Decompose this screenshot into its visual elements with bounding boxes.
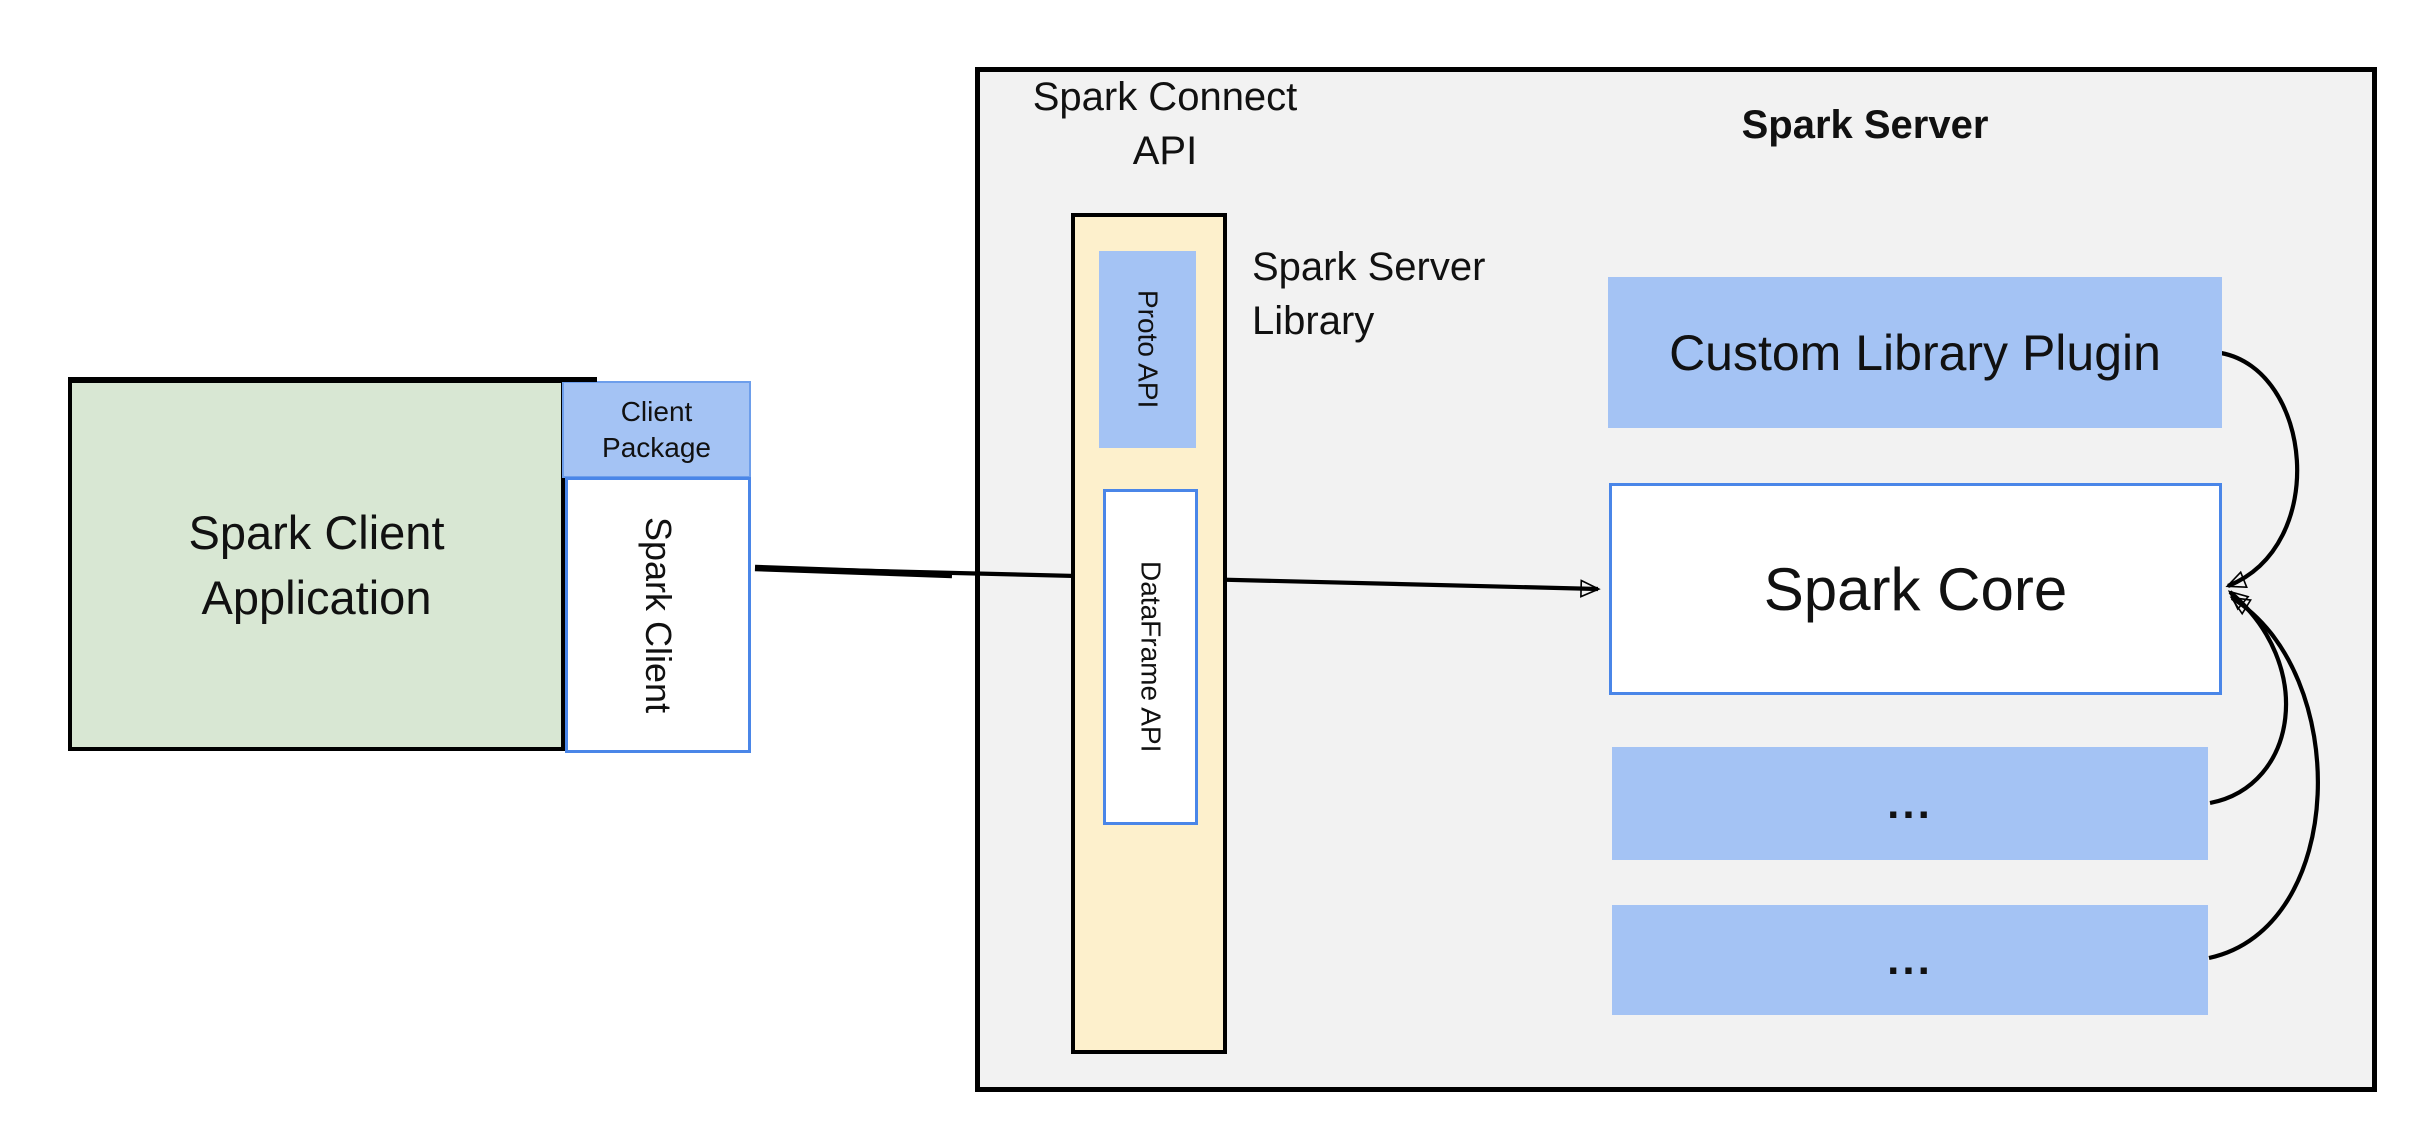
arrow-plugin-to-spark-core <box>2220 350 2300 588</box>
spark-client-application-label-line1: Spark Client <box>188 506 445 559</box>
client-package-box: Client Package <box>562 381 751 478</box>
spark-server-title: Spark Server <box>1741 103 1989 147</box>
proto-api-box: Proto API <box>1099 251 1196 448</box>
dataframe-api-box: DataFrame API <box>1103 489 1198 825</box>
plugin-ellipsis-label-1: ... <box>1887 778 1933 828</box>
client-package-label-line1: Client <box>620 395 693 427</box>
spark-connect-api-label-line1: Spark Connect <box>1032 75 1298 119</box>
spark-client-application-label-line2: Application <box>201 571 432 624</box>
spark-connect-api-label: Spark Connect API <box>975 70 1355 178</box>
custom-library-plugin-label: Custom Library Plugin <box>1669 324 2161 381</box>
arrow-ellipsis2-to-spark-core <box>2208 596 2320 961</box>
custom-library-plugin-box: Custom Library Plugin <box>1608 277 2222 428</box>
spark-server-library-label: Spark Server Library <box>1252 240 1582 348</box>
spark-server-library-label-line1: Spark Server <box>1252 245 1486 289</box>
green-box-top-border-line <box>68 377 597 382</box>
plugin-ellipsis-box-1: ... <box>1612 747 2208 860</box>
dataframe-api-label: DataFrame API <box>1135 561 1167 753</box>
client-package-label-line2: Package <box>602 431 711 463</box>
spark-server-library-label-line2: Library <box>1252 299 1375 343</box>
spark-client-box: Spark Client <box>565 477 751 753</box>
plugin-ellipsis-label-2: ... <box>1887 935 1933 984</box>
spark-core-box: Spark Core <box>1609 483 2222 695</box>
arrow-ellipsis1-to-spark-core <box>2209 590 2288 806</box>
proto-api-label: Proto API <box>1132 290 1164 409</box>
spark-client-label: Spark Client <box>638 516 679 714</box>
spark-server-library-column <box>1071 213 1227 1054</box>
spark-core-label: Spark Core <box>1763 555 2068 623</box>
plugin-ellipsis-box-2: ... <box>1612 905 2208 1015</box>
spark-connect-api-label-line2: API <box>1132 129 1198 173</box>
spark-client-application-box: Spark Client Application <box>68 379 565 751</box>
